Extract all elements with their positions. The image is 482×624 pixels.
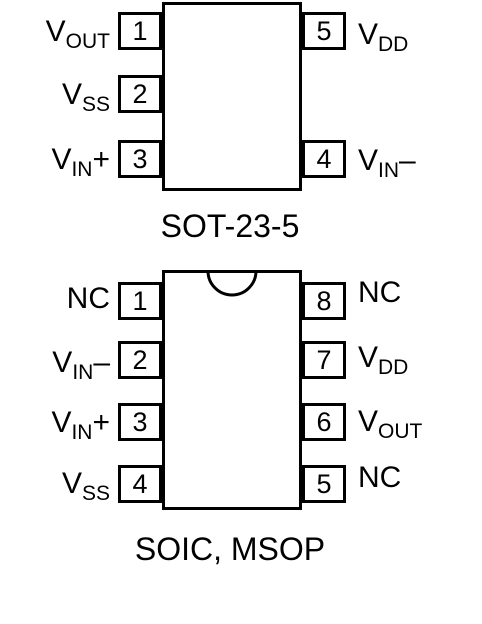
sot23-package-body — [162, 2, 302, 191]
soic-pin-2-label: VIN– — [52, 346, 110, 384]
soic-package-caption: SOIC, MSOP — [134, 531, 326, 567]
soic-pin-3-box: 3 — [118, 403, 162, 441]
soic-pin-6-box: 6 — [302, 403, 346, 441]
sot23-package-caption: SOT-23-5 — [160, 208, 300, 244]
sot23-pin-2-label: VSS — [61, 78, 110, 116]
soic-pin-5-box: 5 — [302, 465, 346, 503]
sot23-pin-1-label: VOUT — [45, 15, 110, 53]
pin1-notch-icon — [206, 270, 258, 297]
sot23-pin-2-box: 2 — [118, 75, 162, 113]
soic-pin-2-box: 2 — [118, 341, 162, 379]
sot23-pin-1-box: 1 — [118, 12, 162, 50]
sot23-pin-5-label: VDD — [358, 18, 409, 56]
soic-pin-8-label: NC — [358, 276, 402, 309]
sot23-pin-4-box: 4 — [302, 140, 346, 178]
sot23-pin-4-label: VIN– — [358, 144, 416, 182]
soic-pin-7-label: VDD — [358, 341, 409, 379]
sot23-pin-3-box: 3 — [118, 140, 162, 178]
sot23-pin-5-box: 5 — [302, 12, 346, 50]
soic-pin-1-box: 1 — [118, 282, 162, 320]
soic-pin-4-label: VSS — [61, 467, 110, 505]
sot23-pin-3-label: VIN+ — [51, 143, 110, 181]
soic-pin-3-label: VIN+ — [51, 406, 110, 444]
soic-pin-6-label: VOUT — [358, 405, 423, 443]
soic-pin-5-label: NC — [358, 461, 402, 494]
soic-pin-8-box: 8 — [302, 282, 346, 320]
soic-pin-4-box: 4 — [118, 465, 162, 503]
soic-package-body — [162, 270, 302, 510]
soic-pin-1-label: NC — [66, 282, 110, 315]
soic-pin-7-box: 7 — [302, 341, 346, 379]
